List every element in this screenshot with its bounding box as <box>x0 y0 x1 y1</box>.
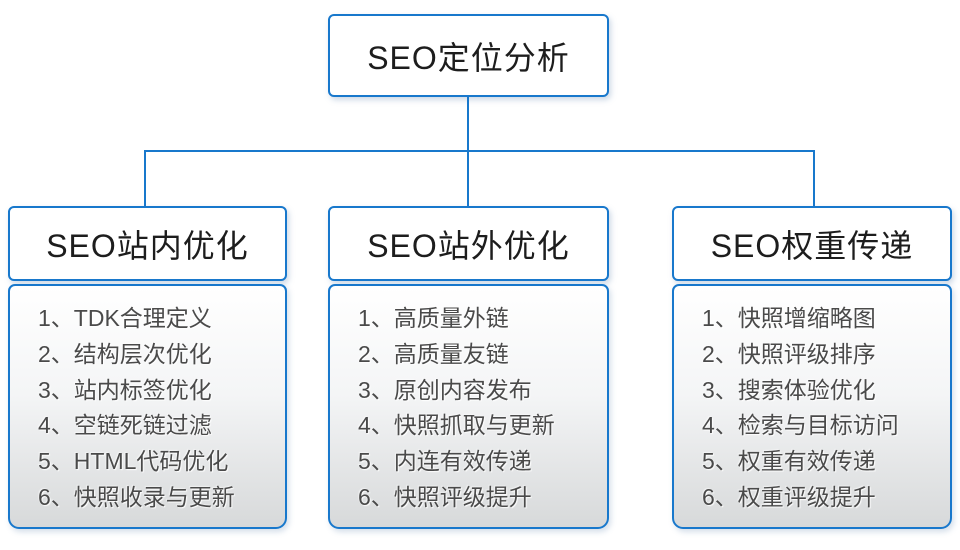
branch-title-onsite: SEO站内优化 <box>46 227 249 264</box>
branch-node-offsite: SEO站外优化 <box>328 206 609 281</box>
list-item: 1、高质量外链 <box>358 305 509 331</box>
connector-horizontal <box>144 150 815 152</box>
list-item: 3、搜索体验优化 <box>702 376 876 403</box>
root-node-seo-positioning: SEO定位分析 <box>328 14 609 97</box>
list-item: 3、站内标签优化 <box>38 376 212 403</box>
list-item: 3、原创内容发布 <box>358 376 532 403</box>
branch-node-onsite: SEO站内优化 <box>8 206 287 281</box>
connector-drop-middle <box>467 150 469 207</box>
connector-drop-right <box>813 150 815 207</box>
list-panel-onsite: 1、TDK合理定义 2、结构层次优化 3、站内标签优化 4、空链死链过滤 5、H… <box>8 284 287 529</box>
list-item: 2、结构层次优化 <box>38 340 212 367</box>
branch-title-offsite: SEO站外优化 <box>367 227 570 264</box>
connector-root-stem <box>467 96 469 152</box>
list-item: 2、高质量友链 <box>358 340 509 367</box>
branch-node-weight-transfer: SEO权重传递 <box>672 206 952 281</box>
list-item: 4、空链死链过滤 <box>38 412 212 439</box>
list-item: 1、TDK合理定义 <box>38 305 212 331</box>
list-panel-offsite: 1、高质量外链 2、高质量友链 3、原创内容发布 4、快照抓取与更新 5、内连有… <box>328 284 609 529</box>
list-item: 4、快照抓取与更新 <box>358 412 555 439</box>
list-item: 6、权重评级提升 <box>702 483 876 510</box>
connector-drop-left <box>144 150 146 207</box>
list-item: 5、权重有效传递 <box>702 448 876 475</box>
list-item: 2、快照评级排序 <box>702 340 876 367</box>
list-item: 4、检索与目标访问 <box>702 412 899 439</box>
root-node-title: SEO定位分析 <box>367 39 570 76</box>
list-item: 1、快照增缩略图 <box>702 305 876 331</box>
list-item: 5、HTML代码优化 <box>38 448 229 475</box>
list-item: 6、快照收录与更新 <box>38 483 235 510</box>
list-item: 5、内连有效传递 <box>358 448 532 475</box>
list-item: 6、快照评级提升 <box>358 483 532 510</box>
branch-title-weight-transfer: SEO权重传递 <box>710 227 914 264</box>
list-panel-weight-transfer: 1、快照增缩略图 2、快照评级排序 3、搜索体验优化 4、检索与目标访问 5、权… <box>672 284 952 529</box>
